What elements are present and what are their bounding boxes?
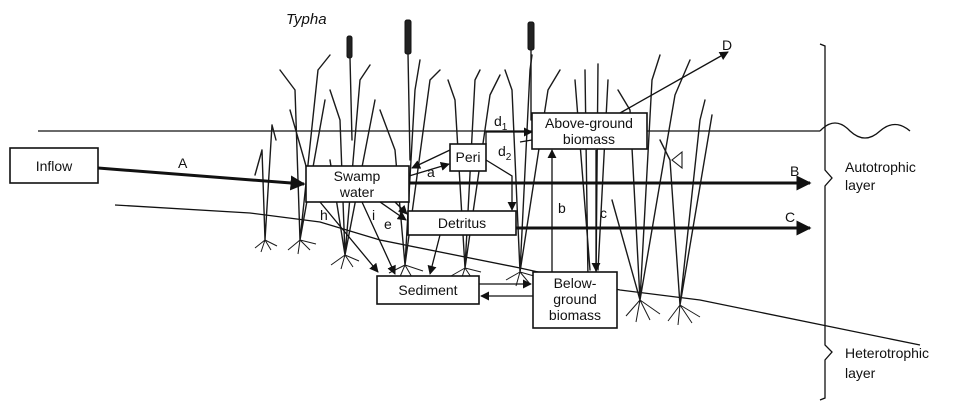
flow-label-C: C (785, 209, 795, 225)
flow-label-d1: d1 (494, 113, 508, 133)
flow-label-B: B (790, 163, 799, 179)
detritus-label: Detritus (438, 215, 486, 231)
flow-A-arrow (98, 168, 304, 184)
flow-label-A: A (178, 155, 188, 171)
above-ground-label-line1: Above-ground (545, 115, 633, 131)
above-ground-label-line2: biomass (563, 131, 615, 147)
heterotrophic-label-line2: layer (845, 365, 876, 381)
flow-i-arrow (362, 202, 395, 274)
heterotrophic-label-line1: Heterotrophic (845, 345, 929, 361)
autotrophic-label-line2: layer (845, 177, 876, 193)
inflow-box: Inflow (10, 148, 98, 183)
layer-bracket (820, 44, 832, 400)
below-ground-label-line3: biomass (549, 307, 601, 323)
water-wave (820, 123, 910, 138)
flow-label-h: h (320, 207, 328, 223)
flow-label-b: b (558, 200, 566, 216)
flow-d1-arrow (486, 132, 532, 144)
flow-detritus-to-sediment-arrow (430, 235, 440, 274)
flow-label-e: e (384, 216, 392, 232)
peri-label: Peri (456, 149, 481, 165)
sediment-label: Sediment (398, 282, 457, 298)
typha-title: Typha (286, 11, 327, 28)
autotrophic-label-line1: Autotrophic (845, 159, 916, 175)
flow-label-D: D (722, 37, 732, 53)
flow-label-i: i (372, 207, 375, 223)
below-ground-biomass-box: Below- ground biomass (533, 272, 617, 328)
inflow-label: Inflow (36, 158, 73, 174)
swamp-water-label-line2: water (339, 184, 375, 200)
below-ground-label-line1: Below- (554, 275, 597, 291)
below-ground-label-line2: ground (553, 291, 597, 307)
detritus-box: Detritus (408, 211, 516, 235)
flow-label-a: a (427, 164, 435, 180)
flow-label-d2: d2 (498, 143, 512, 163)
peri-box: Peri (450, 144, 486, 171)
flow-label-c: c (600, 205, 607, 221)
sediment-box: Sediment (377, 276, 479, 304)
swamp-water-box: Swamp water (306, 166, 409, 202)
swamp-water-label-line1: Swamp (334, 168, 381, 184)
flow-d2-arrow (486, 160, 512, 210)
above-ground-biomass-box: Above-ground biomass (532, 113, 647, 149)
